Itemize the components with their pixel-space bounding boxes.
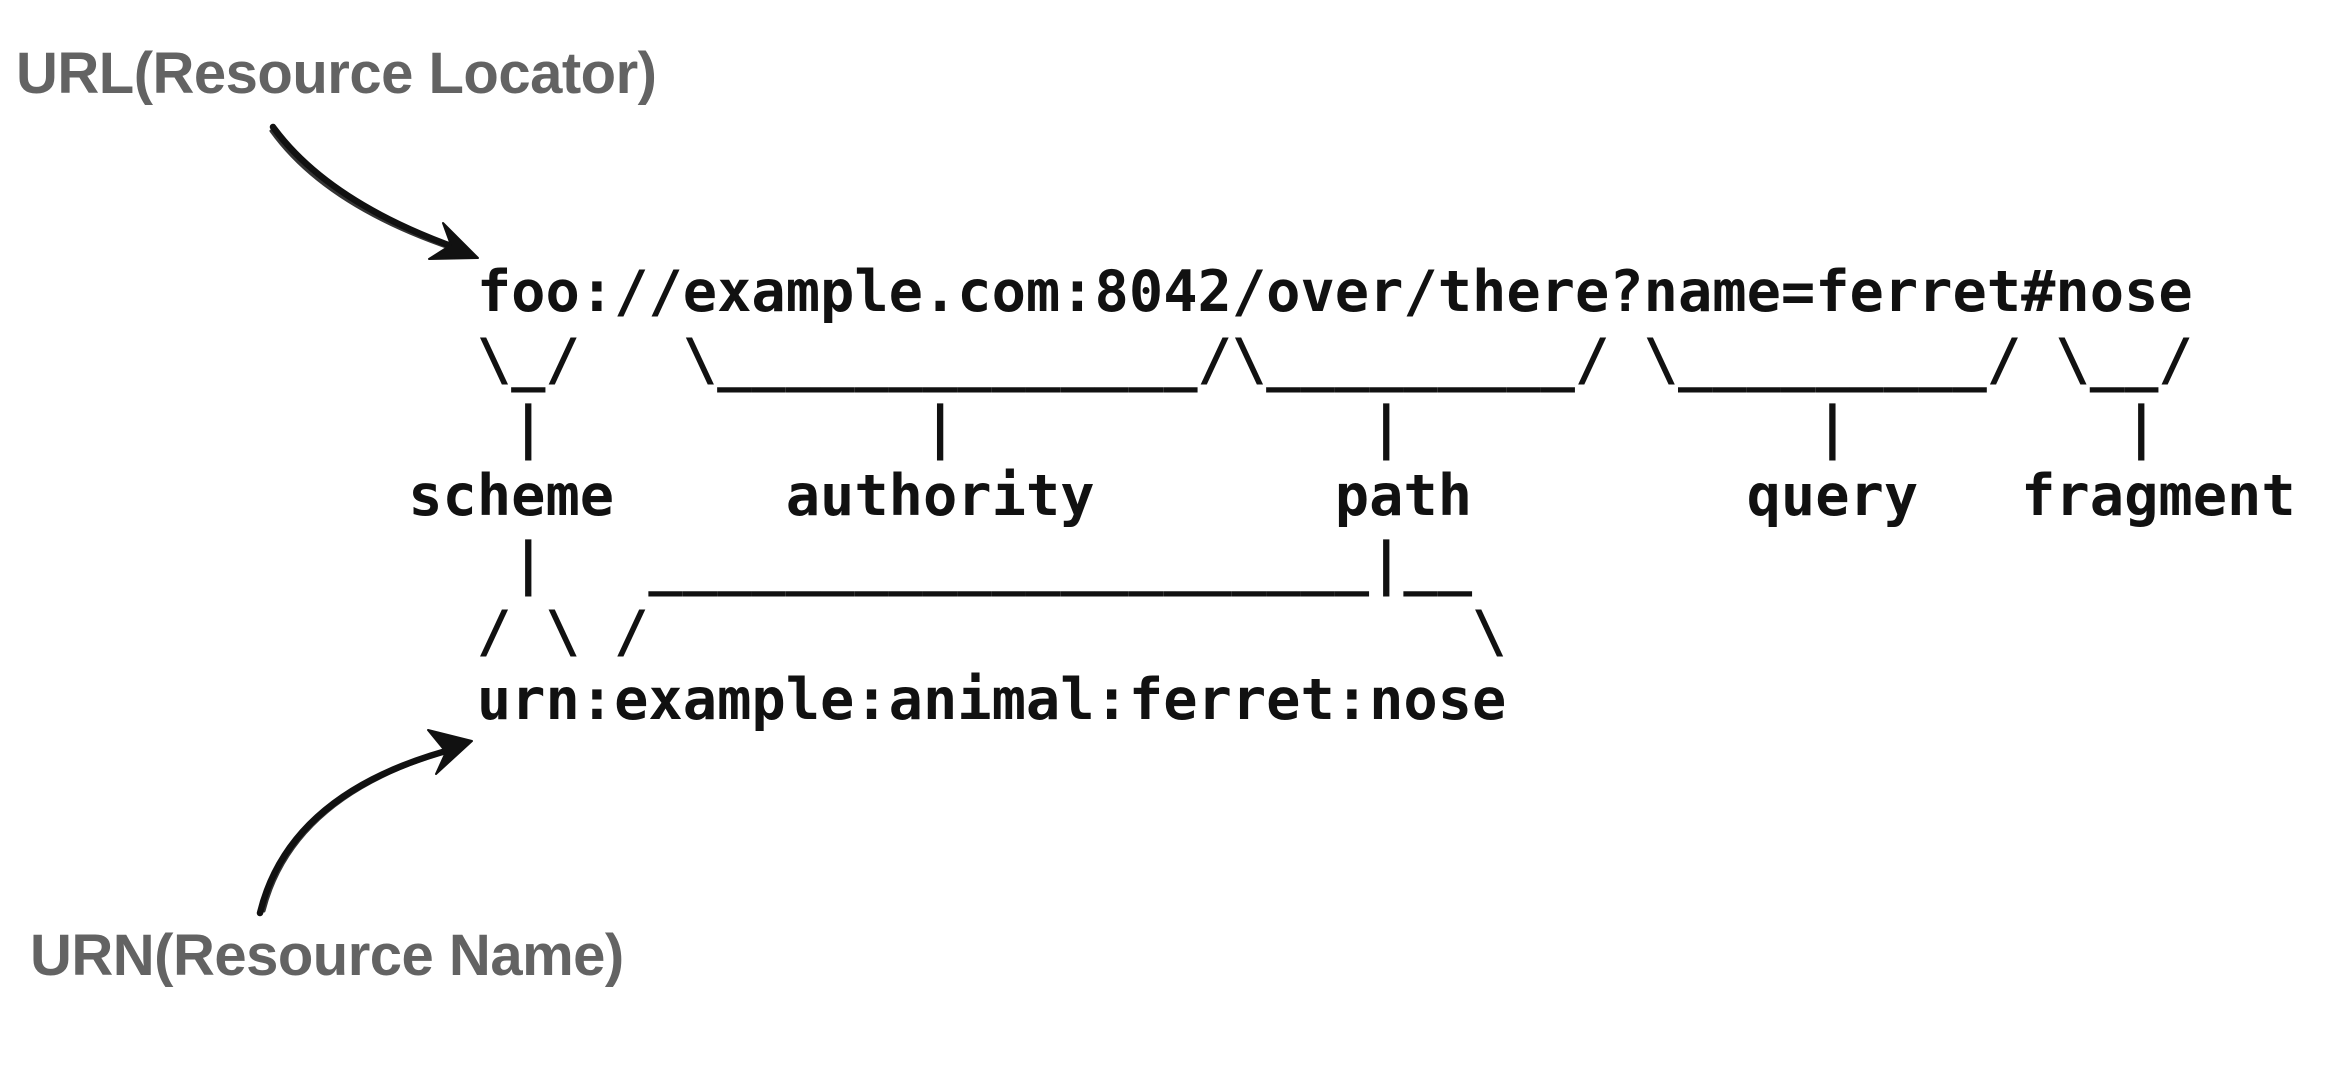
uri-ascii-art: foo://example.com:8042/over/there?name=f… <box>408 259 2296 733</box>
urn-annotation-label: URN(Resource Name) <box>30 923 624 988</box>
url-curved-arrow-icon <box>269 123 479 260</box>
urn-curved-arrow-icon <box>256 729 473 917</box>
url-annotation-label: URL(Resource Locator) <box>16 41 657 106</box>
